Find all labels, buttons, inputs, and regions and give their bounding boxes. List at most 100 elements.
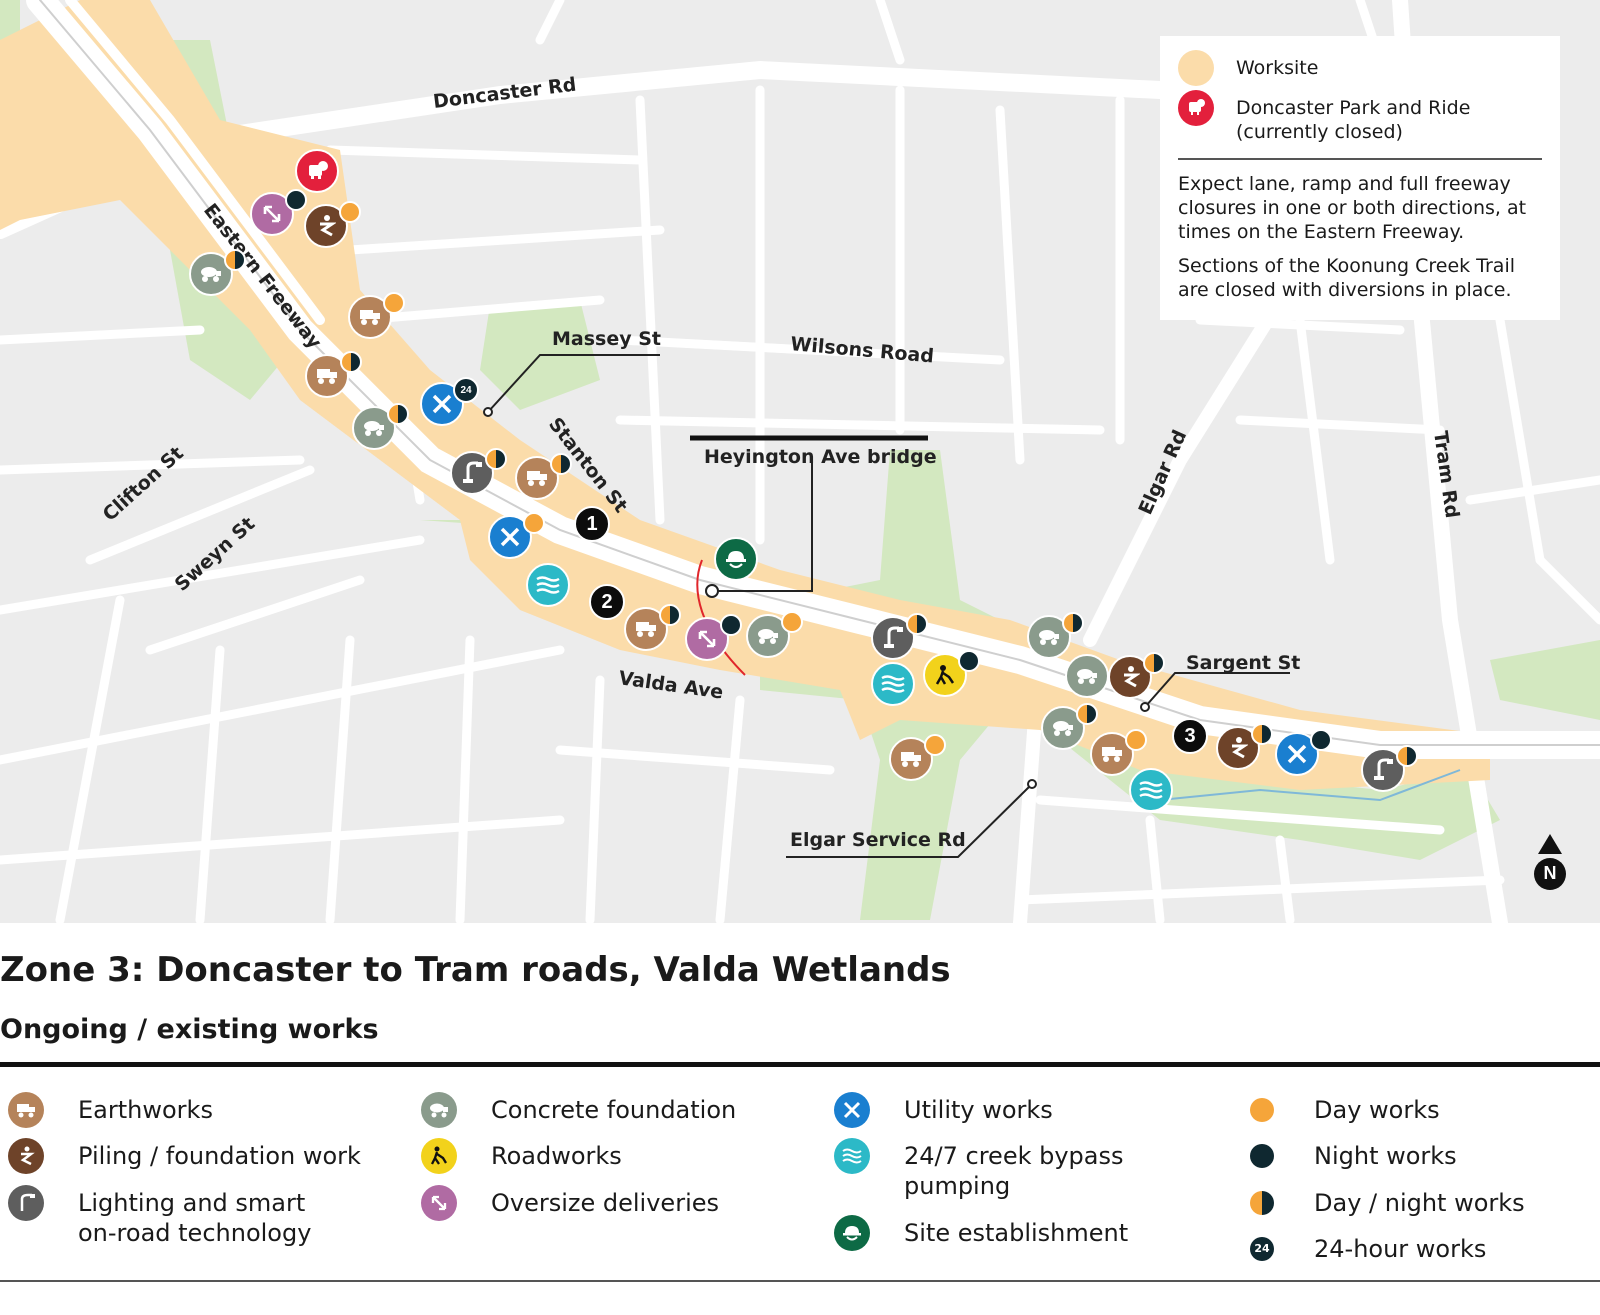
day-night-works-icon [1250,1191,1274,1215]
legend-earthworks-label: Earthworks [78,1096,213,1124]
map-legend-note-trail: Sections of the Koonung Creek Trail are … [1178,255,1515,301]
site-establishment-icon [834,1215,870,1251]
daynight-works-badge [906,613,928,635]
legend-oversize: Oversize deliveries [421,1185,719,1221]
piling-icon [8,1138,44,1174]
map-legend-box: Worksite Doncaster Park and Ride (curren… [1160,36,1560,320]
legend-24h: 24 24-hour works [1244,1234,1486,1264]
legend-utility: Utility works [834,1092,1053,1128]
callout-massey-st: Massey St [552,328,661,350]
day-works-badge [523,512,545,534]
day-works-badge [924,734,946,756]
legend-piling-label: Piling / foundation work [78,1142,361,1170]
earthworks-marker-icon[interactable] [348,295,392,339]
page-title: Zone 3: Doncaster to Tram roads, Valda W… [0,950,951,990]
legend-piling: Piling / foundation work [8,1138,361,1174]
parkride-marker-icon[interactable] [295,149,339,193]
worksite-swatch [1178,50,1214,86]
concrete-marker-icon[interactable] [746,614,790,658]
site-number-3[interactable]: 3 [1172,718,1208,754]
callout-elgar-service-rd: Elgar Service Rd [790,829,966,851]
map-legend-park-ride: Doncaster Park and Ride (currently close… [1178,90,1542,144]
local-streets [0,0,1600,923]
24-hour-works-icon: 24 [1250,1237,1274,1261]
legend-roadworks-label: Roadworks [491,1142,622,1170]
legend-earthworks: Earthworks [8,1092,213,1128]
daynight-works-badge [550,453,572,475]
legend-bottom-rule [0,1280,1600,1282]
legend-lighting-line1: Lighting and smart [78,1189,306,1217]
day-works-icon [1250,1098,1274,1122]
daynight-works-badge [387,403,409,425]
legend-night-label: Night works [1314,1142,1457,1170]
daynight-works-badge [1143,652,1165,674]
utility-icon [834,1092,870,1128]
legend-day-label: Day works [1314,1096,1440,1124]
daynight-works-badge [340,351,362,373]
daynight-works-badge [485,448,507,470]
utility-marker-icon[interactable] [488,515,532,559]
legend-roadworks: Roadworks [421,1138,622,1174]
earthworks-icon [8,1092,44,1128]
legend-oversize-label: Oversize deliveries [491,1189,719,1217]
legend-concrete: Concrete foundation [421,1092,737,1128]
page-subtitle: Ongoing / existing works [0,1014,379,1045]
daynight-works-badge [1062,612,1084,634]
park-and-ride-icon [1178,90,1214,126]
oversize-icon [421,1185,457,1221]
legend-utility-label: Utility works [904,1096,1053,1124]
worksite-corridor [0,0,1490,790]
legend-24h-label: 24-hour works [1314,1235,1487,1263]
legend-top-rule [0,1062,1600,1067]
earthworks-marker-icon[interactable] [305,354,349,398]
creek-marker-icon[interactable] [1129,768,1173,812]
night-works-icon [1250,1144,1274,1168]
concrete-marker-icon[interactable] [1041,706,1085,750]
north-label: N [1543,863,1557,883]
creek-marker-icon[interactable] [526,563,570,607]
leader-lines [487,354,1290,858]
legend-night: Night works [1244,1141,1457,1171]
park-ride-line2: (currently closed) [1236,121,1403,143]
legend-creek: 24/7 creek bypass pumping [834,1138,1124,1201]
creek-icon [834,1138,870,1174]
day-works-badge [1125,729,1147,751]
day-works-badge [383,292,405,314]
night-works-badge [958,650,980,672]
day-works-badge [339,201,361,223]
legend-24h-badge: 24 [1254,1242,1270,1255]
site-number-1[interactable]: 1 [574,506,610,542]
site-number-2[interactable]: 2 [589,584,625,620]
north-arrow: N [1532,832,1568,892]
night-works-badge [720,614,742,636]
creek [1159,769,1461,802]
legend-day: Day works [1244,1095,1440,1125]
park-ride-line1: Doncaster Park and Ride [1236,97,1471,119]
legend-concrete-label: Concrete foundation [491,1096,737,1124]
concrete-icon [421,1092,457,1128]
legend-creek-line1: 24/7 creek bypass [904,1142,1124,1170]
map-legend-worksite-label: Worksite [1236,57,1319,79]
legend-site-establishment-label: Site establishment [904,1219,1129,1247]
day-works-badge [781,611,803,633]
legend-site-establishment: Site establishment [834,1215,1129,1251]
legend-lighting-line2: on-road technology [78,1219,312,1247]
roadworks-icon [421,1138,457,1174]
legend-daynight-label: Day / night works [1314,1189,1525,1217]
lighting-marker-icon[interactable] [871,616,915,660]
daynight-works-badge [224,249,246,271]
lighting-icon [8,1185,44,1221]
night-works-badge [1310,729,1332,751]
legend-creek-line2: pumping [904,1172,1011,1200]
zone-map[interactable]: Doncaster Rd Eastern Freeway Wilsons Roa… [0,0,1600,923]
map-legend-worksite: Worksite [1178,50,1542,86]
callout-sargent-st: Sargent St [1186,652,1301,674]
h24-works-badge: 24 [453,377,479,403]
site-marker-icon[interactable] [714,537,758,581]
daynight-works-badge [1396,745,1418,767]
daynight-works-badge [1076,703,1098,725]
creek-marker-icon[interactable] [871,662,915,706]
map-legend-divider [1178,158,1542,160]
daynight-works-badge [1251,723,1273,745]
concrete-marker-icon[interactable] [1065,654,1109,698]
